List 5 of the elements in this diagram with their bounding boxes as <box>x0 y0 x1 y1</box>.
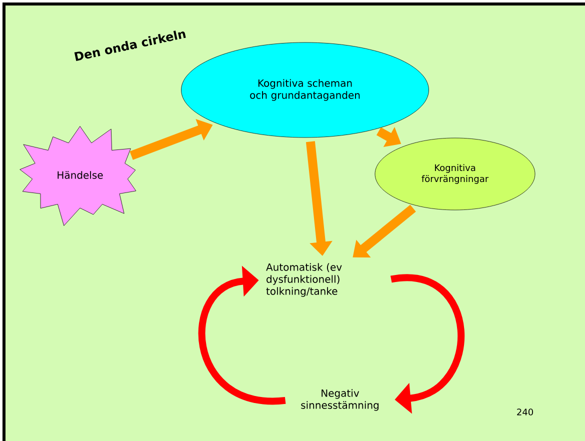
page-number: 240 <box>517 408 533 416</box>
node-text: Negativ sinnesstämning <box>301 389 379 411</box>
node-text: Automatisk (ev dysfunktionell) tolkning/tanke <box>266 263 342 297</box>
curved-arrow <box>390 274 464 414</box>
curved-arrow <box>198 266 286 404</box>
